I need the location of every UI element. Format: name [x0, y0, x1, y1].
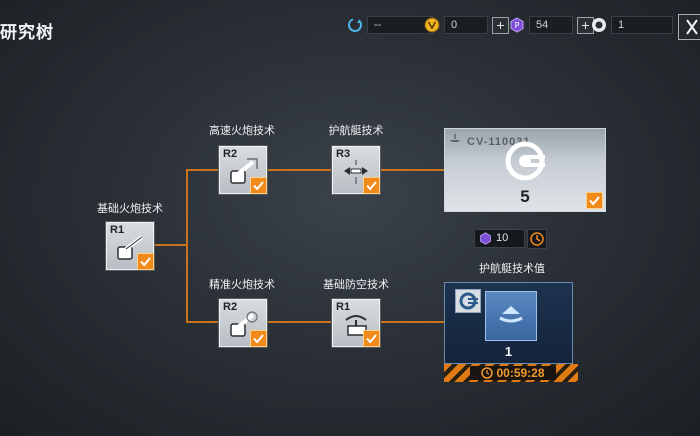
connector: [154, 244, 188, 246]
completed-check-icon: [363, 177, 380, 194]
purple-token-icon: [480, 232, 491, 245]
reward-ship-name: CV-110031: [467, 136, 531, 148]
reward-count: 1: [504, 344, 513, 359]
timer-icon: [481, 367, 494, 379]
speedup-button[interactable]: [527, 229, 547, 249]
resource-purple-value: 54: [529, 16, 573, 34]
close-icon: [686, 19, 698, 35]
reward-type-badge: [455, 289, 481, 313]
escort-points-icon: [499, 306, 523, 323]
speedup-clock-icon: [530, 232, 544, 246]
resource-cycle: --: [347, 16, 433, 34]
node-rank: R2: [223, 148, 238, 160]
node-rank: R1: [110, 224, 125, 236]
cost-value: 10: [496, 232, 509, 244]
connector: [186, 169, 218, 171]
timer-value: 00:59:28: [496, 366, 545, 380]
resource-gold-value: 0: [444, 16, 488, 34]
node-label: 精准火炮技术: [209, 279, 275, 291]
completed-check-icon: [586, 192, 603, 209]
reward-panel-escort-points[interactable]: 1: [444, 282, 573, 364]
page-title: 研究树: [0, 23, 54, 42]
node-label: 护航艇技术: [328, 125, 384, 137]
node-label: 基础火炮技术: [97, 203, 163, 215]
node-rank: R1: [336, 301, 351, 313]
escort-token-icon: [459, 292, 478, 310]
connector: [186, 321, 218, 323]
completed-check-icon: [250, 330, 267, 347]
white-token-icon: [591, 17, 607, 33]
close-button[interactable]: [678, 14, 700, 40]
svg-text:P: P: [515, 21, 520, 30]
research-timer: 00:59:28: [470, 366, 556, 380]
white-token-icon: [505, 141, 545, 181]
connector: [186, 169, 188, 322]
node-rank: R3: [336, 148, 351, 160]
connector: [380, 169, 444, 171]
gold-coin-icon: [424, 17, 440, 33]
resource-purple: P 54 +: [509, 16, 594, 34]
node-rank: R2: [223, 301, 238, 313]
node-label: 高速火炮技术: [209, 125, 275, 137]
connector: [266, 321, 332, 323]
reward-title: 护航艇技术值: [479, 263, 545, 275]
escort-boat-icon: [344, 160, 368, 184]
ship-class-icon: [450, 134, 460, 142]
tech-node-basic-cannon[interactable]: R1: [106, 222, 154, 270]
resource-white-value: 1: [611, 16, 673, 34]
cannon-crosshair-icon: [230, 311, 258, 337]
connector: [266, 169, 332, 171]
tech-node-escort-boat[interactable]: R3: [332, 146, 380, 194]
tech-node-precision-cannon[interactable]: R2: [219, 299, 267, 347]
add-gold-button[interactable]: +: [492, 16, 509, 34]
resource-white: 1: [591, 16, 673, 34]
completed-check-icon: [363, 330, 380, 347]
escort-points-item: [485, 291, 537, 341]
resource-gold: 0 +: [424, 16, 509, 34]
cycle-icon: [347, 17, 363, 33]
completed-check-icon: [250, 177, 267, 194]
reward-panel-escort[interactable]: CV-110031 5: [444, 128, 606, 212]
reward-count: 5: [520, 187, 530, 206]
cannon-speed-icon: [230, 158, 258, 184]
tech-node-high-speed-cannon[interactable]: R2: [219, 146, 267, 194]
completed-check-icon: [137, 253, 154, 270]
cannon-icon: [117, 235, 144, 260]
connector: [380, 321, 444, 323]
tech-node-basic-air-defense[interactable]: R1: [332, 299, 380, 347]
node-label: 基础防空技术: [323, 279, 389, 291]
purple-token-icon: P: [509, 17, 525, 33]
cost-display: 10: [474, 229, 525, 248]
